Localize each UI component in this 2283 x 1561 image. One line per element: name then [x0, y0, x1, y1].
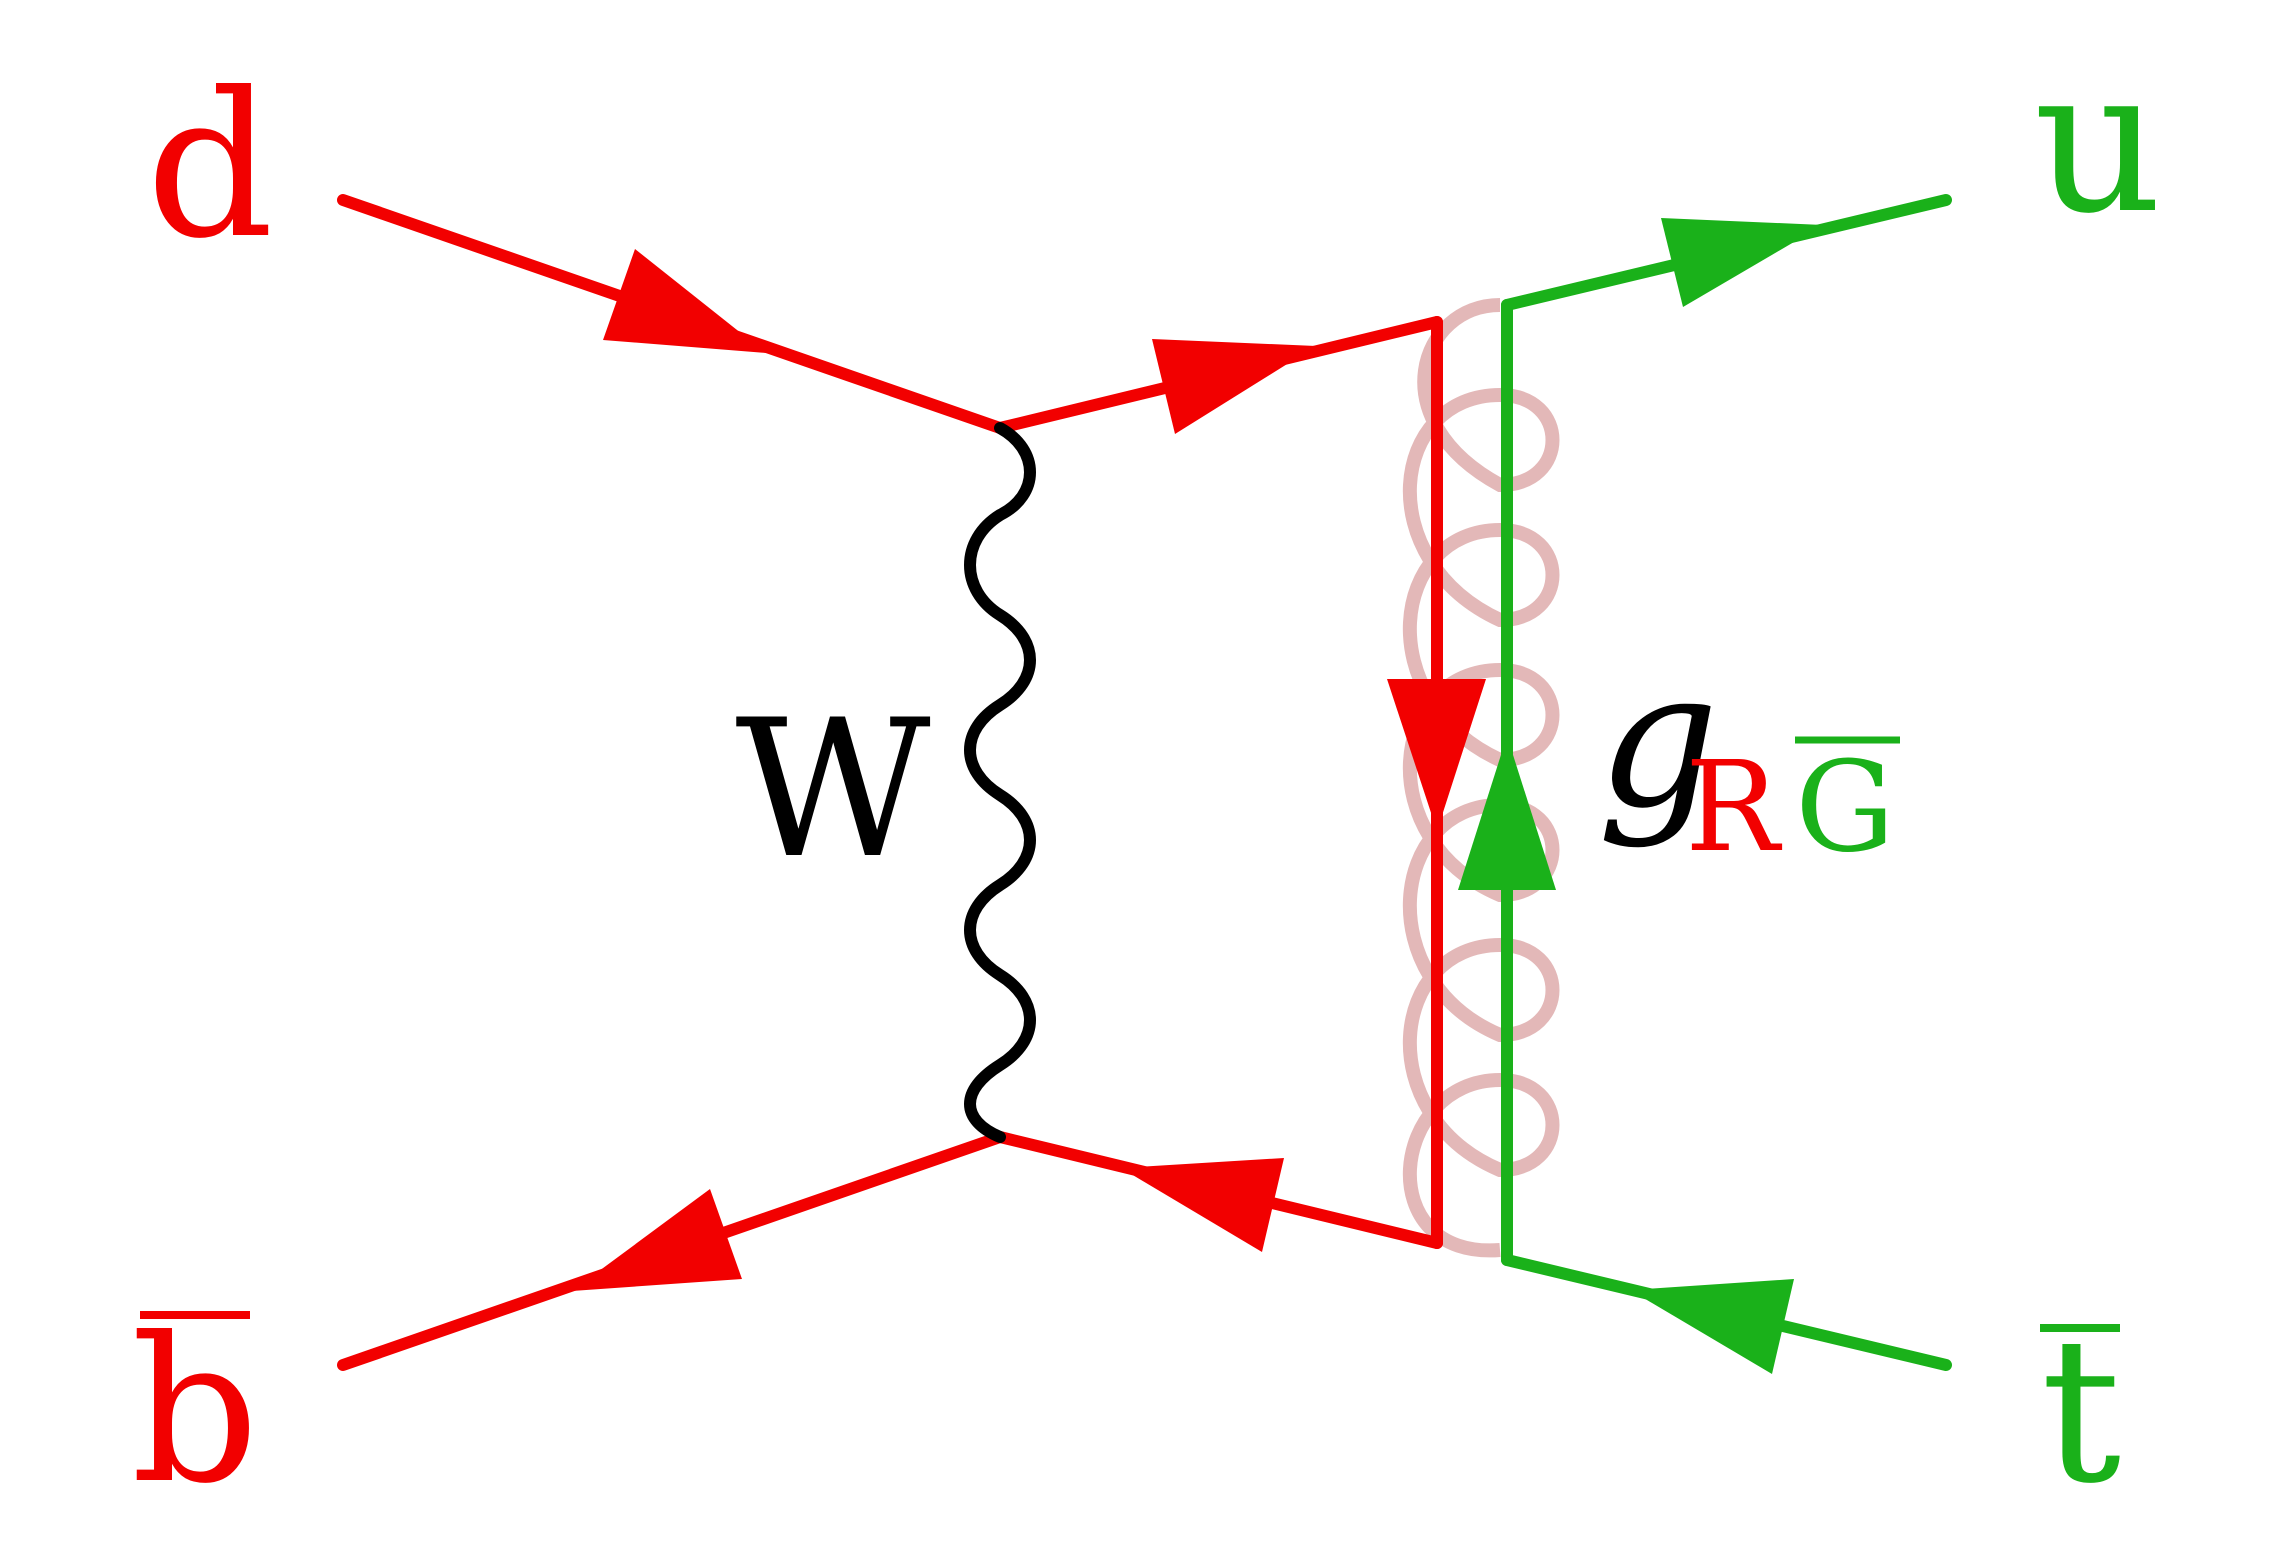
arrow-d-in-icon	[603, 249, 766, 353]
arrow-bbar-icon	[572, 1189, 742, 1291]
arrow-u-out-icon	[1661, 218, 1823, 307]
label-w: W	[735, 679, 930, 900]
arrow-bottom-red-icon	[1121, 1158, 1284, 1252]
w-boson-line	[964, 422, 1036, 1143]
label-gluon-sub-g: G	[1795, 735, 1895, 880]
label-u: u	[2034, 25, 2163, 258]
label-tbar: t	[2041, 1295, 2121, 1528]
label-gluon-sub-r: R	[1685, 735, 1783, 880]
label-gluon-g: g	[1597, 629, 1719, 850]
arrow-tbar-icon	[1630, 1279, 1794, 1374]
arrow-red-down-icon	[1387, 679, 1486, 831]
arrow-top-red-icon	[1152, 339, 1316, 434]
label-bbar: b	[131, 1295, 259, 1528]
arrow-green-up-icon	[1458, 736, 1556, 890]
label-d: d	[146, 50, 274, 283]
